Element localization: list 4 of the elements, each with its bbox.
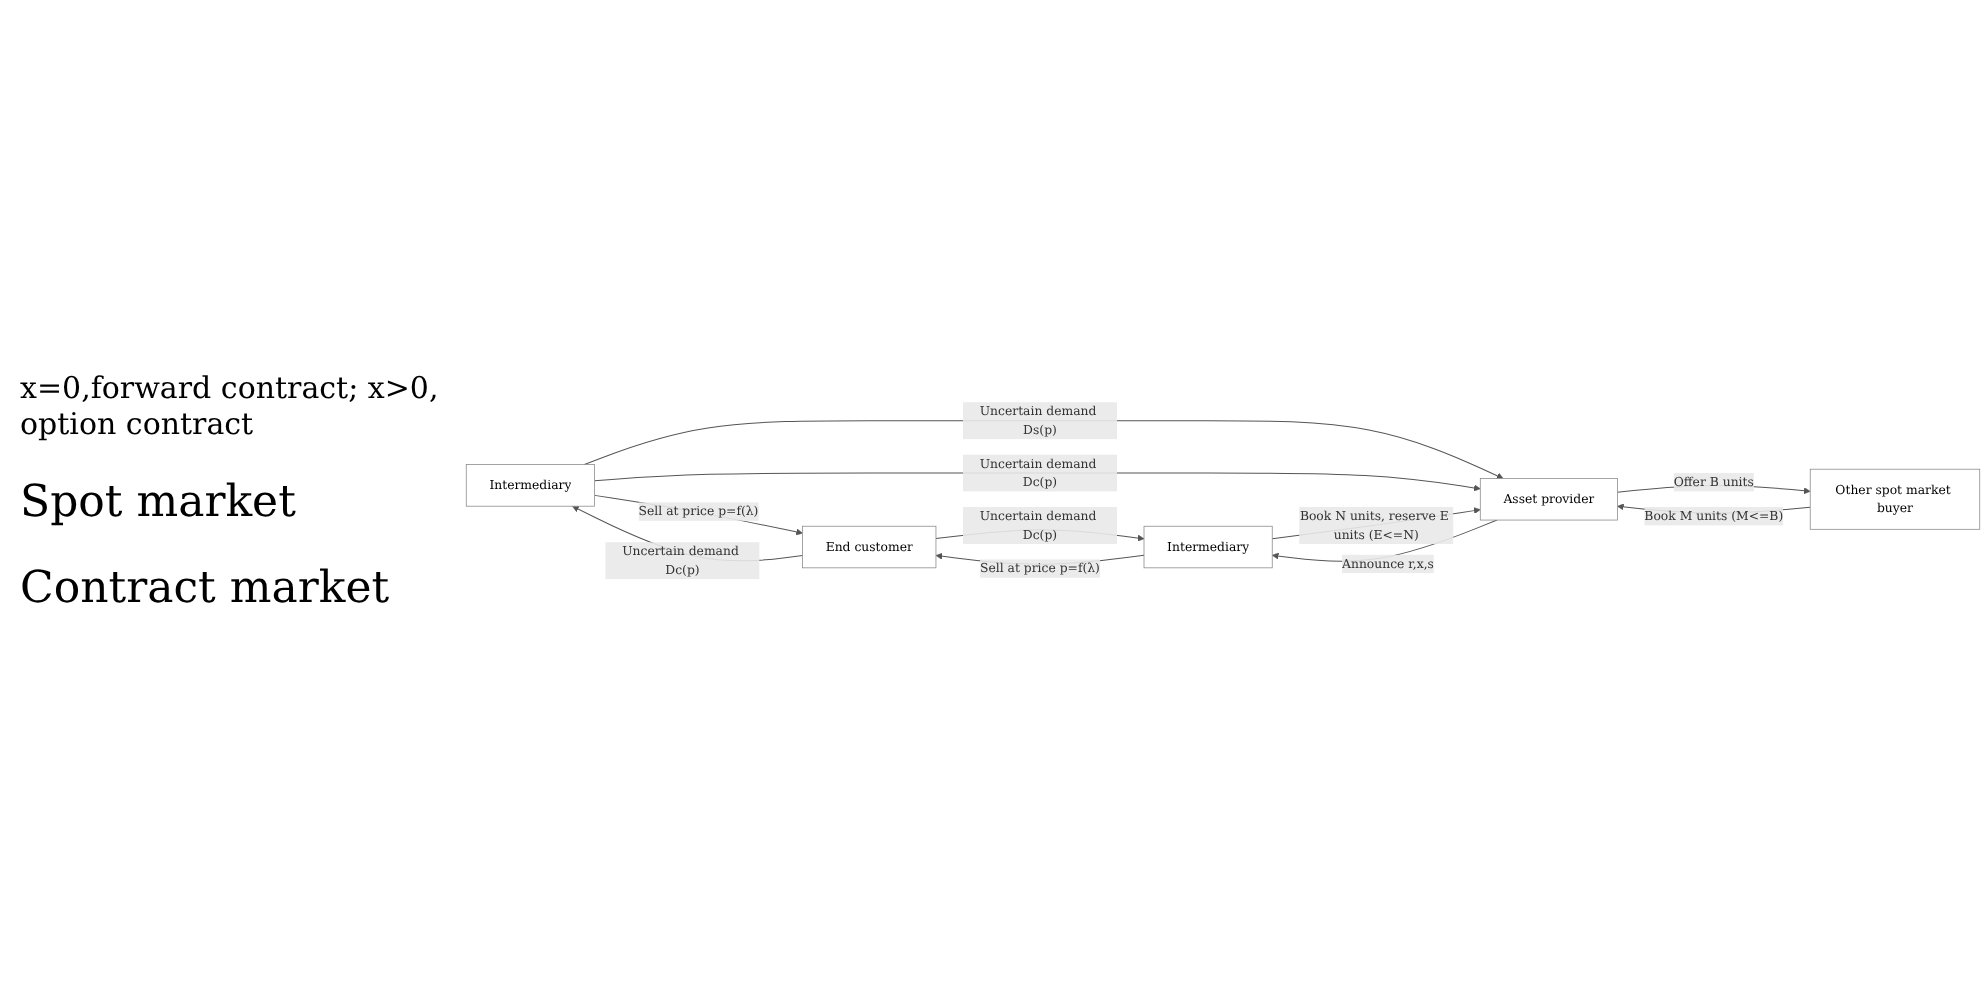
arrow [594,495,803,536]
market-label: Spot market [20,477,298,527]
note-text: x=0,forward contract; x>0, option contract [20,369,440,441]
market-label: Contract market [20,563,392,613]
